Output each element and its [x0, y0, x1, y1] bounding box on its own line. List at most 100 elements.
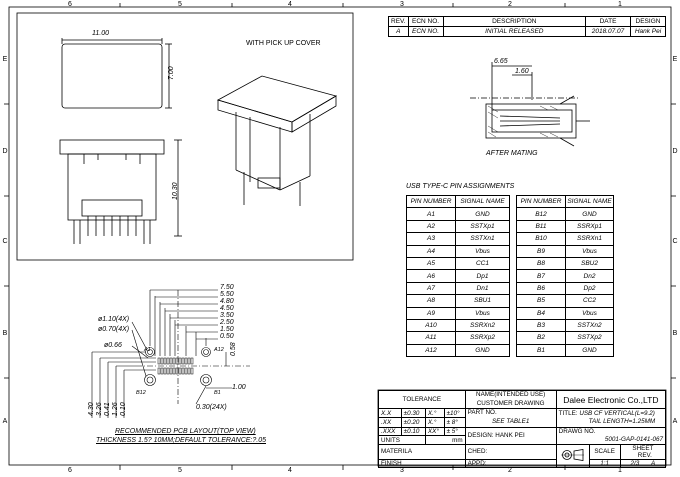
pcb-dim-450: 4.50: [220, 305, 234, 312]
pcb-dim-550: 5.50: [220, 291, 234, 298]
rev-design-value: Hank Pei: [630, 26, 666, 37]
pin-number: B9: [516, 244, 566, 258]
rev-header-description: DESCRIPTION: [442, 16, 587, 27]
pin-signal: GND: [455, 343, 510, 358]
approved-label: APPD:: [464, 458, 557, 468]
pcb-dim-010: 0.10: [120, 402, 127, 416]
rev-ecn-value: ECN NO.: [407, 26, 444, 37]
scale-label: SCALE: [588, 443, 621, 460]
zone-row-e: E: [2, 56, 8, 63]
pin-number: A8: [406, 294, 456, 308]
pin-right-header-signal: SIGNAL NAME: [565, 194, 614, 209]
pin-number: A7: [406, 281, 456, 296]
pin-number: B11: [516, 219, 566, 234]
pin-signal: SSRXp1: [565, 219, 614, 234]
rev-value-cell: A: [650, 459, 656, 467]
zone-col-3: 3: [400, 1, 404, 8]
pin-number: B7: [516, 269, 566, 283]
pin-signal: GND: [455, 207, 510, 221]
mating-dim-665: 6.65: [494, 58, 508, 65]
tol-xxx-value: ±0.10: [400, 426, 426, 437]
pcb-dim-430: 4.30: [88, 402, 95, 416]
pcb-dim-100: 1.00: [232, 384, 246, 391]
pin-number: B10: [516, 232, 566, 246]
zone-row-a-right: A: [672, 418, 678, 425]
revision-table: REV. ECN NO. DESCRIPTION DATE DESIGN A E…: [388, 16, 666, 37]
name-line-2: CUSTOMER DRAWING: [476, 399, 545, 407]
pcb-dim-750: 7.50: [220, 284, 234, 291]
pcb-dim-480: 4.80: [220, 298, 234, 305]
title-line-1: USB CF VERTICAL(L=9.2): [579, 409, 655, 417]
pin-signal: SSTXn2: [565, 318, 614, 333]
pin-signal: CC2: [565, 294, 614, 308]
material-label: MATERILA: [378, 443, 466, 460]
pin-left-header-signal: SIGNAL NAME: [455, 194, 510, 209]
pcb-dim-326: 3.26: [96, 402, 103, 416]
tol-xx-value: ±0.20: [400, 417, 426, 428]
pin-number: A4: [406, 244, 456, 258]
pin-number: A10: [406, 318, 456, 333]
sheet-label: SHEET: [632, 444, 654, 452]
pin-number: A5: [406, 256, 456, 271]
pin-table-title: USB TYPE-C PIN ASSIGNMENTS: [406, 183, 515, 190]
pcb-dim-hole-070: ø0.70(4X): [98, 326, 130, 333]
rev-header-ecn: ECN NO.: [407, 16, 444, 27]
rev-value: A: [388, 26, 409, 37]
pin-number: A2: [406, 219, 456, 234]
dim-height: 7.00: [168, 66, 175, 80]
pin-number: A12: [406, 343, 456, 358]
pin-number: B2: [516, 331, 566, 345]
rev-header-rev: REV.: [388, 16, 409, 27]
pin-signal: CC1: [455, 256, 510, 271]
pin-signal: GND: [565, 343, 614, 358]
rev-label: REV.: [637, 451, 652, 459]
dim-width: 11.00: [92, 30, 109, 37]
tolerance-title: TOLERANCE: [378, 390, 466, 409]
pin-signal: SSRXn2: [455, 318, 510, 333]
pin-signal: SSTXp1: [455, 219, 510, 234]
pcb-dim-250: 2.50: [220, 319, 234, 326]
part-no-label: PART NO.: [467, 409, 497, 416]
pin-number: B8: [516, 256, 566, 271]
company-name: Dalee Electronic Co.,LTD: [555, 390, 667, 409]
pcb-dim-150: 1.50: [220, 326, 234, 333]
projection-symbol-icon: [560, 448, 584, 461]
zone-col-6-bottom: 6: [68, 467, 72, 474]
tol-x: X.X: [378, 407, 402, 419]
title-label: TITLE:: [558, 409, 578, 417]
rev-date-value: 2018.07.07: [585, 26, 631, 37]
title-block: TOLERANCE NAME(INTENDED USE) CUSTOMER DR…: [378, 390, 667, 468]
pin-signal: GND: [565, 207, 614, 221]
tol-angle-value: ±10°: [443, 407, 466, 419]
tol-angle-2: X.°: [424, 417, 445, 428]
dim-total-height: 10.30: [172, 182, 179, 200]
mating-caption: AFTER MATING: [486, 150, 538, 157]
pin-signal: Dp1: [455, 269, 510, 283]
tol-x-value: ±0.30: [400, 407, 426, 419]
pin-number: B5: [516, 294, 566, 308]
units-value: mm: [424, 435, 466, 445]
pin-number: B4: [516, 306, 566, 320]
pcb-subcaption: THICKNESS 1.5? 10MM;DEFAULT TOLERANCE:?.…: [96, 437, 266, 444]
zone-row-b-right: B: [672, 330, 678, 337]
finish-label: FINISH: [378, 458, 466, 468]
pin-signal: Dp2: [565, 281, 614, 296]
pcb-dim-050: 0.50: [220, 333, 234, 340]
pcb-dim-350: 3.50: [220, 312, 234, 319]
zone-col-2: 2: [508, 1, 512, 8]
pin-left-header-number: PIN NUMBER: [406, 194, 456, 209]
checked-label: CHED:: [464, 443, 557, 460]
rev-description-value: INITIAL RELEASED: [442, 26, 587, 37]
name-line-1: NAME(INTENDED USE): [476, 391, 546, 399]
pin-signal: Vbus: [455, 306, 510, 320]
tol-xxx: .XXX: [378, 426, 402, 437]
pcb-label-a1: A1: [144, 347, 151, 353]
pcb-dim-hole-066: ø0.66: [104, 342, 122, 349]
pcb-label-a12: A12: [214, 347, 224, 353]
zone-col-1: 1: [618, 1, 622, 8]
pin-signal: SSTXp2: [565, 331, 614, 345]
zone-col-3-bottom: 3: [400, 467, 404, 474]
